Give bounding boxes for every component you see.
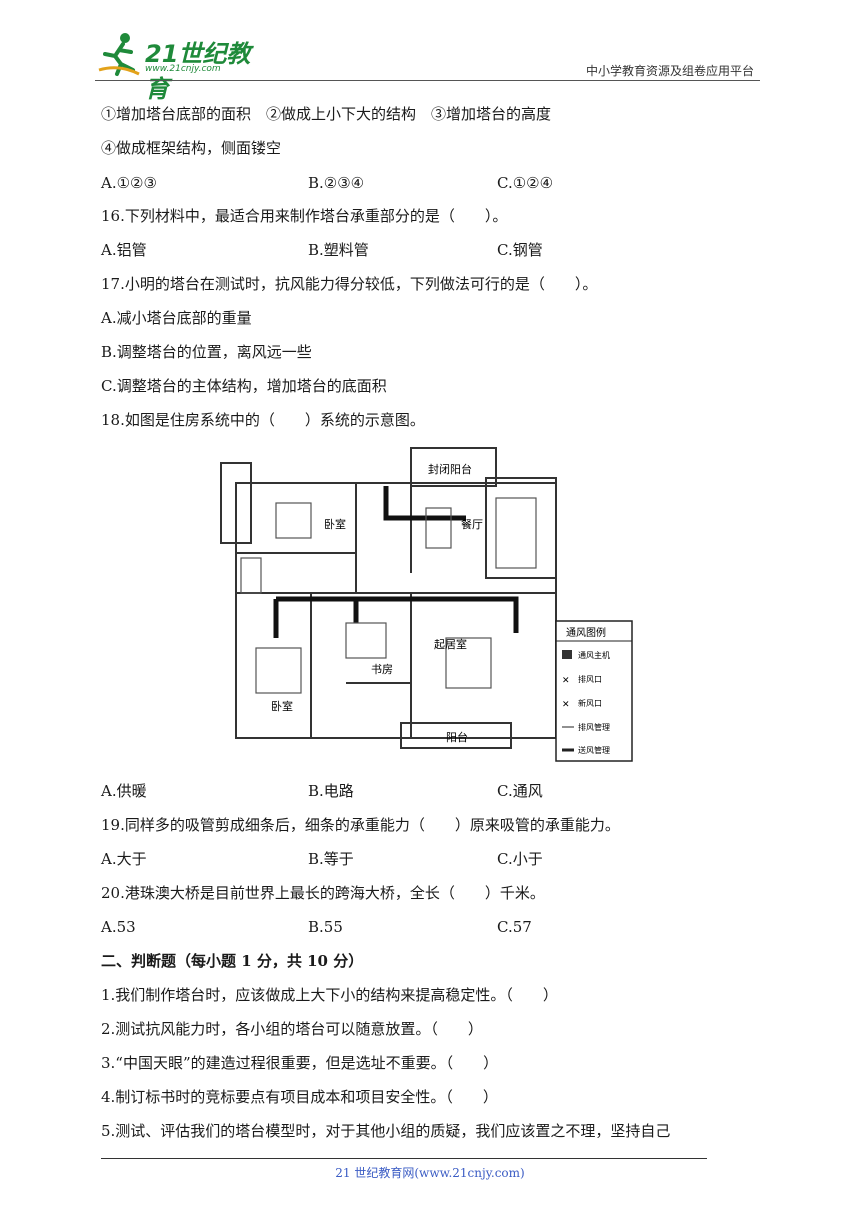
- ventilation-legend: 通风图例 通风主机 ✕ 排风口 ✕ 新风口 排风管理 送风管理: [555, 620, 633, 762]
- label-balcony-closed: 封闭阳台: [428, 462, 472, 476]
- q16-option-c: C.钢管: [497, 241, 543, 259]
- ventilation-floor-plan: 封闭阳台 卧室 餐厅 起居室 书房 卧室 阳台 通风图例 通风主机 ✕ 排风口 …: [216, 443, 636, 763]
- platform-title: 中小学教育资源及组卷应用平台: [585, 64, 754, 78]
- legend-item-3: 新风口: [578, 698, 602, 708]
- fresh-air-vent-icon: ✕: [562, 700, 570, 710]
- footer-text: 21 世纪教育网(www.21cnjy.com): [335, 1166, 525, 1180]
- q19-option-b: B.等于: [308, 850, 354, 868]
- q15-option-b: B.②③④: [308, 174, 365, 192]
- q16-stem: 16.下列材料中，最适合用来制作塔台承重部分的是（ ）。: [101, 207, 508, 225]
- runner-icon: [98, 33, 140, 76]
- legend-item-1: 通风主机: [578, 650, 610, 660]
- exhaust-vent-icon: ✕: [562, 676, 570, 686]
- label-bedroom-2: 卧室: [271, 699, 293, 713]
- logo-text: 21世纪教育: [145, 40, 251, 103]
- main-unit-icon: [562, 650, 572, 659]
- legend-title: 通风图例: [566, 626, 606, 639]
- label-balcony: 阳台: [446, 730, 468, 744]
- judge-item-3: 3.“中国天眼”的建造过程很重要，但是选址不重要。（ ）: [101, 1054, 499, 1072]
- header-divider: [95, 80, 760, 81]
- q17-option-b: B.调整塔台的位置，离风远一些: [101, 343, 312, 361]
- q18-option-b: B.电路: [308, 782, 354, 800]
- q17-option-a: A.减小塔台底部的重量: [101, 309, 252, 327]
- section-2-title: 二、判断题（每小题 1 分，共 10 分）: [101, 952, 364, 970]
- q19-option-c: C.小于: [497, 850, 543, 868]
- q15-statements-1: ①增加塔台底部的面积 ②做成上小下大的结构 ③增加塔台的高度: [101, 105, 552, 123]
- q20-option-c: C.57: [497, 918, 532, 936]
- legend-item-5: 送风管理: [578, 745, 610, 755]
- judge-item-5: 5.测试、评估我们的塔台模型时，对于其他小组的质疑，我们应该置之不理，坚持自己: [101, 1122, 671, 1140]
- label-living: 起居室: [434, 637, 467, 651]
- judge-item-2: 2.测试抗风能力时，各小组的塔台可以随意放置。（ ）: [101, 1020, 483, 1038]
- q20-option-a: A.53: [101, 918, 136, 936]
- q15-statements-2: ④做成框架结构，侧面镂空: [101, 139, 282, 157]
- label-study: 书房: [371, 663, 393, 676]
- q17-stem: 17.小明的塔台在测试时，抗风能力得分较低，下列做法可行的是（ ）。: [101, 275, 598, 293]
- q15-option-a: A.①②③: [101, 174, 157, 192]
- page-header: 21世纪教育 www.21cnjy.com 中小学教育资源及组卷应用平台: [95, 30, 760, 103]
- q20-stem: 20.港珠澳大桥是目前世界上最长的跨海大桥，全长（ ）千米。: [101, 884, 545, 902]
- q19-stem: 19.同样多的吸管剪成细条后，细条的承重能力（ ）原来吸管的承重能力。: [101, 816, 620, 834]
- legend-item-2: 排风口: [578, 674, 602, 684]
- judge-item-4: 4.制订标书时的竞标要点有项目成本和项目安全性。（ ）: [101, 1088, 498, 1106]
- label-bedroom-1: 卧室: [324, 517, 346, 531]
- q19-option-a: A.大于: [101, 850, 147, 868]
- label-dining: 餐厅: [461, 517, 483, 531]
- judge-item-1: 1.我们制作塔台时，应该做成上大下小的结构来提高稳定性。（ ）: [101, 986, 558, 1004]
- q18-stem: 18.如图是住房系统中的（ ）系统的示意图。: [101, 411, 425, 429]
- legend-item-4: 排风管理: [578, 722, 610, 732]
- q18-option-c: C.通风: [497, 782, 543, 800]
- q18-option-a: A.供暖: [101, 782, 147, 800]
- q15-option-c: C.①②④: [497, 174, 554, 192]
- q20-option-b: B.55: [308, 918, 343, 936]
- footer-divider: [101, 1158, 707, 1159]
- q16-option-a: A.铝管: [101, 241, 147, 259]
- logo: 21世纪教育 www.21cnjy.com: [95, 30, 265, 103]
- q17-option-c: C.调整塔台的主体结构，增加塔台的底面积: [101, 377, 387, 395]
- q16-option-b: B.塑料管: [308, 241, 369, 259]
- logo-url: www.21cnjy.com: [145, 64, 221, 74]
